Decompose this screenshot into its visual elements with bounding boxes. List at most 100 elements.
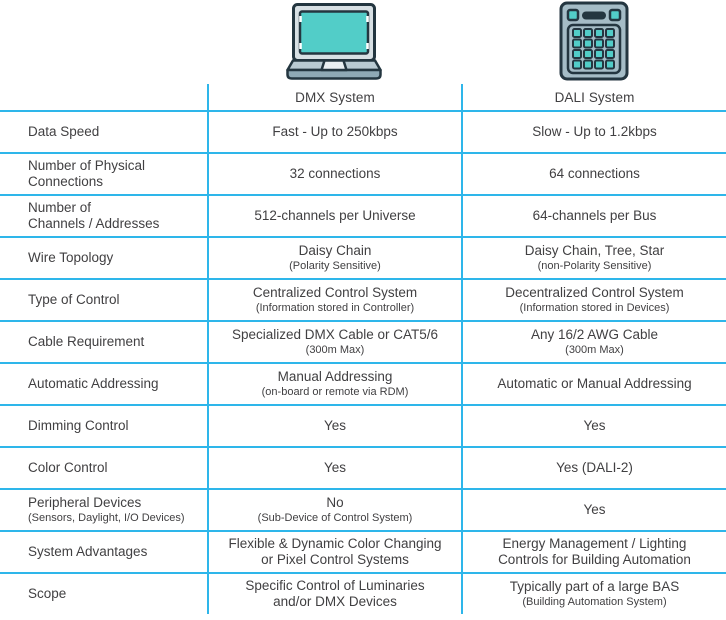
dali-value: Automatic or Manual Addressing (497, 375, 692, 391)
dali-value: Yes (DALI-2) (556, 459, 633, 475)
dmx-value-cell: 32 connections (207, 154, 461, 194)
row-label: Cable Requirement (28, 333, 145, 349)
row-label: Number of Channels / Addresses (28, 199, 160, 231)
dali-value-cell: Yes (461, 406, 726, 446)
dali-value-cell: Typically part of a large BAS (Building … (461, 574, 726, 614)
row-label: Peripheral Devices (28, 495, 142, 511)
dali-value-cell: 64 connections (461, 154, 726, 194)
row-label: Automatic Addressing (28, 375, 159, 391)
dali-value-cell: Energy Management / Lighting Controls fo… (461, 532, 726, 572)
row-label: Number of Physical Connections (28, 157, 146, 189)
dmx-value-sub: (Sub-Device of Control System) (257, 511, 413, 524)
dmx-value-cell: Yes (207, 448, 461, 488)
col-header-dmx: DMX System (207, 84, 461, 110)
dmx-value: Specific Control of Luminaries and/or DM… (245, 577, 425, 609)
row-label-cell: Number of Channels / Addresses (0, 196, 207, 236)
dmx-value: Centralized Control System (252, 285, 418, 301)
dmx-value: 512-channels per Universe (254, 207, 416, 223)
row-label-cell: Peripheral Devices (Sensors, Daylight, I… (0, 490, 207, 530)
dmx-value-cell: No (Sub-Device of Control System) (207, 490, 461, 530)
dmx-value-cell: 512-channels per Universe (207, 196, 461, 236)
dali-value-sub: (300m Max) (565, 343, 624, 356)
icons-row (0, 0, 726, 84)
row-label-cell: Type of Control (0, 280, 207, 320)
dali-value: Typically part of a large BAS (509, 579, 680, 595)
row-label-cell: Dimming Control (0, 406, 207, 446)
dmx-value-sub: (Polarity Sensitive) (289, 259, 381, 272)
dali-icon-box (461, 1, 726, 84)
dmx-value-cell: Yes (207, 406, 461, 446)
dmx-value-cell: Daisy Chain (Polarity Sensitive) (207, 238, 461, 278)
dali-value-cell: Decentralized Control System (Informatio… (461, 280, 726, 320)
row-label-cell: Color Control (0, 448, 207, 488)
row-label-cell: Cable Requirement (0, 322, 207, 362)
keypad-icon (559, 1, 628, 81)
dmx-value: Flexible & Dynamic Color Changing or Pix… (228, 535, 442, 567)
dali-value-cell: Automatic or Manual Addressing (461, 364, 726, 404)
row-label-cell: Number of Physical Connections (0, 154, 207, 194)
dali-value-sub: (Building Automation System) (522, 595, 667, 608)
header-row: DMX System DALI System (0, 84, 726, 110)
table-row: Scope Specific Control of Luminaries and… (0, 572, 726, 614)
dmx-value-cell: Specific Control of Luminaries and/or DM… (207, 574, 461, 614)
dali-value: Energy Management / Lighting Controls fo… (498, 535, 691, 567)
dmx-icon-box (207, 3, 461, 84)
row-label-cell: Automatic Addressing (0, 364, 207, 404)
row-label-cell: Scope (0, 574, 207, 614)
table-row: Peripheral Devices (Sensors, Daylight, I… (0, 488, 726, 530)
row-label: Wire Topology (28, 249, 114, 265)
table-row: Cable Requirement Specialized DMX Cable … (0, 320, 726, 362)
dmx-value-cell: Flexible & Dynamic Color Changing or Pix… (207, 532, 461, 572)
dmx-value: Fast - Up to 250kbps (272, 123, 398, 139)
dmx-value: Specialized DMX Cable or CAT5/6 (231, 327, 439, 343)
table-row: Data Speed Fast - Up to 250kbps Slow - U… (0, 110, 726, 152)
dali-value-cell: Yes (DALI-2) (461, 448, 726, 488)
laptop-icon (286, 3, 382, 80)
dmx-value-sub: (on-board or remote via RDM) (261, 385, 409, 398)
row-label-cell: System Advantages (0, 532, 207, 572)
dmx-value: Yes (323, 459, 347, 475)
dmx-value: Daisy Chain (298, 243, 372, 259)
dali-value-sub: (non-Polarity Sensitive) (537, 259, 652, 272)
row-label: Color Control (28, 459, 108, 475)
header-spacer (0, 84, 207, 110)
dali-value: Yes (583, 417, 606, 433)
dali-value-cell: Slow - Up to 1.2kbps (461, 112, 726, 152)
row-label: Data Speed (28, 123, 100, 139)
dmx-value: Yes (323, 417, 347, 433)
dali-value: Decentralized Control System (505, 285, 684, 301)
dmx-value-sub: (300m Max) (305, 343, 365, 356)
table-row: Automatic Addressing Manual Addressing (… (0, 362, 726, 404)
dmx-value-cell: Specialized DMX Cable or CAT5/6 (300m Ma… (207, 322, 461, 362)
dali-value: Yes (583, 501, 606, 517)
row-label: Dimming Control (28, 417, 129, 433)
dali-value: Any 16/2 AWG Cable (530, 327, 659, 343)
table-row: System Advantages Flexible & Dynamic Col… (0, 530, 726, 572)
comparison-table: Data Speed Fast - Up to 250kbps Slow - U… (0, 110, 726, 614)
dmx-value-cell: Fast - Up to 250kbps (207, 112, 461, 152)
dali-value-cell: Yes (461, 490, 726, 530)
col-header-dali: DALI System (461, 84, 726, 110)
dmx-value-cell: Manual Addressing (on-board or remote vi… (207, 364, 461, 404)
dali-value-cell: Daisy Chain, Tree, Star (non-Polarity Se… (461, 238, 726, 278)
row-label-cell: Data Speed (0, 112, 207, 152)
dmx-value-sub: (Information stored in Controller) (255, 301, 415, 314)
dali-value-cell: 64-channels per Bus (461, 196, 726, 236)
dmx-value: 32 connections (289, 165, 381, 181)
row-label-sub: (Sensors, Daylight, I/O Devices) (28, 511, 185, 524)
row-label: System Advantages (28, 543, 148, 559)
row-label: Scope (28, 585, 67, 601)
row-label-cell: Wire Topology (0, 238, 207, 278)
dali-value: 64 connections (549, 165, 640, 181)
dmx-value: Manual Addressing (277, 369, 393, 385)
table-row: Dimming Control Yes Yes (0, 404, 726, 446)
dali-value-cell: Any 16/2 AWG Cable (300m Max) (461, 322, 726, 362)
row-label: Type of Control (28, 291, 120, 307)
keypad-buttons (571, 28, 615, 70)
table-row: Type of Control Centralized Control Syst… (0, 278, 726, 320)
dali-value: 64-channels per Bus (532, 207, 657, 223)
table-row: Wire Topology Daisy Chain (Polarity Sens… (0, 236, 726, 278)
table-row: Number of Channels / Addresses 512-chann… (0, 194, 726, 236)
dali-value: Daisy Chain, Tree, Star (524, 243, 665, 259)
